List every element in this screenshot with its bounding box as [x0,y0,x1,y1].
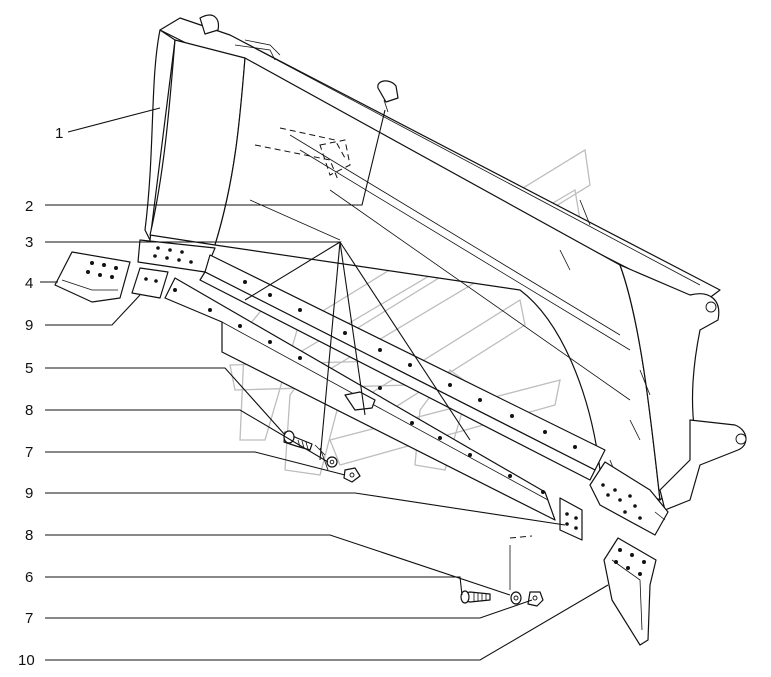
callout-7b: 7 [25,610,33,627]
leader-lines [40,107,609,661]
callout-4: 4 [25,275,33,292]
callout-2: 2 [25,198,33,215]
corner-bit-left-loose [54,251,131,303]
right-corner-bit [589,461,669,536]
cutting-edge-lower [164,277,556,521]
callout-10: 10 [18,652,35,669]
callout-5: 5 [25,360,33,377]
cutting-edge-upper [199,254,606,481]
callout-3: 3 [25,234,33,251]
shim-upper [131,267,169,299]
left-corner-bit [137,239,216,273]
callout-8a: 8 [25,402,33,419]
callout-7a: 7 [25,444,33,461]
callout-6: 6 [25,569,33,586]
shim-lower [559,497,583,541]
hardware-lower [460,535,544,607]
callout-8b: 8 [25,527,33,544]
corner-bit-right-loose [603,537,657,646]
blade-body [144,14,747,511]
callout-9a: 9 [25,317,33,334]
blade-top-bolt [254,80,399,181]
callout-labels: 1 2 3 4 9 5 8 7 9 8 6 7 10 [18,125,63,669]
callout-9b: 9 [25,485,33,502]
callout-1: 1 [55,125,63,142]
